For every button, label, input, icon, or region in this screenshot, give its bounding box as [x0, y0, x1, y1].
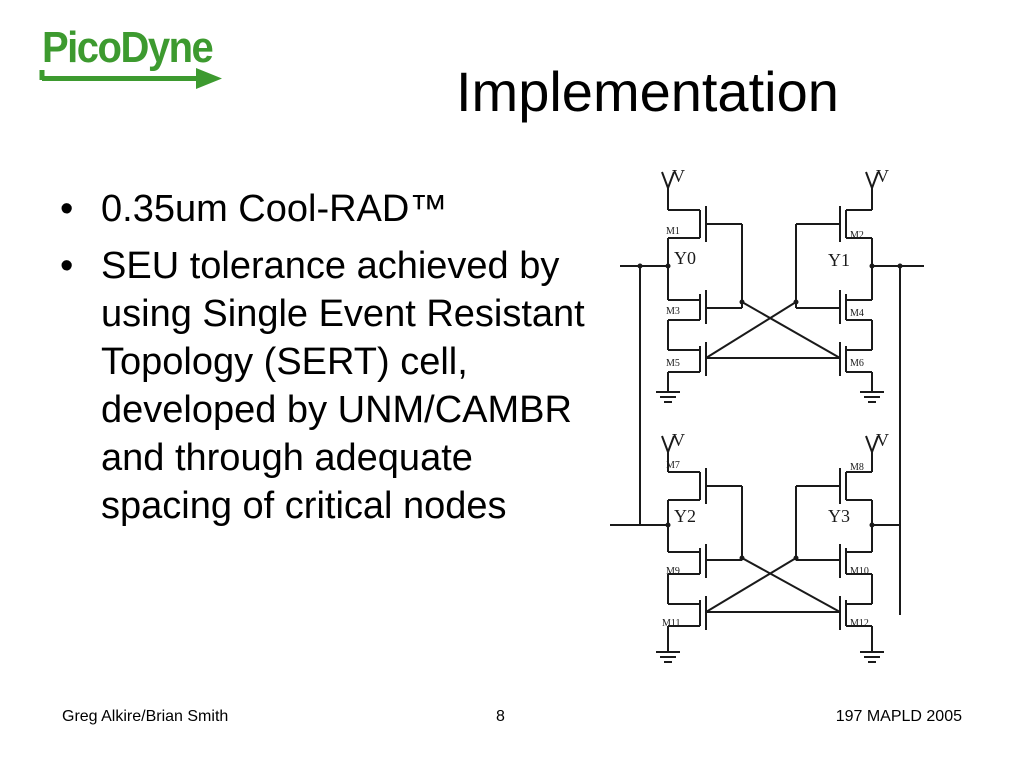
transistor-label: M5: [666, 358, 680, 369]
logo-text: PicoDyne: [42, 24, 214, 72]
footer-authors: Greg Alkire/Brian Smith: [62, 708, 229, 725]
picodyne-logo: PicoDyne: [38, 18, 228, 89]
footer-page-number: 8: [496, 708, 505, 725]
logo-arrow-icon: [39, 68, 222, 89]
bullet-marker: •: [60, 245, 74, 287]
transistor-label: M7: [666, 460, 680, 471]
transistor-label: M11: [662, 618, 681, 629]
sert-cell-schematic: V V V V Y0 Y1 Y2 Y3 M1 M2 M3 M4 M5 M6 M7…: [610, 166, 924, 663]
vdd-label: V: [876, 166, 889, 186]
vdd-label: V: [672, 166, 685, 186]
node-label: Y2: [674, 506, 696, 526]
slide-title: Implementation: [456, 60, 839, 123]
transistor-label: M3: [666, 306, 680, 317]
node-label: Y3: [828, 506, 850, 526]
bullet-item: • 0.35um Cool-RAD™: [58, 185, 598, 233]
bullet-marker: •: [60, 188, 74, 230]
transistor-label: M8: [850, 462, 864, 473]
footer-event: 197 MAPLD 2005: [835, 708, 962, 725]
vdd-label: V: [672, 430, 685, 450]
transistor-label: M2: [850, 230, 864, 241]
node-label: Y1: [828, 250, 850, 270]
transistor-label: M4: [850, 308, 864, 319]
transistor-label: M10: [850, 566, 869, 577]
bullet-text: 0.35um Cool-RAD™: [101, 188, 448, 230]
vdd-label: V: [876, 430, 889, 450]
transistor-label: M6: [850, 358, 864, 369]
bullet-text: SEU tolerance achieved by using Single E…: [101, 245, 585, 527]
transistor-label: M12: [850, 618, 869, 629]
bullet-list: • 0.35um Cool-RAD™ • SEU tolerance achie…: [58, 185, 598, 539]
transistor-label: M1: [666, 226, 680, 237]
transistor-label: M9: [666, 566, 680, 577]
node-label: Y0: [674, 248, 696, 268]
bullet-item: • SEU tolerance achieved by using Single…: [58, 242, 598, 530]
